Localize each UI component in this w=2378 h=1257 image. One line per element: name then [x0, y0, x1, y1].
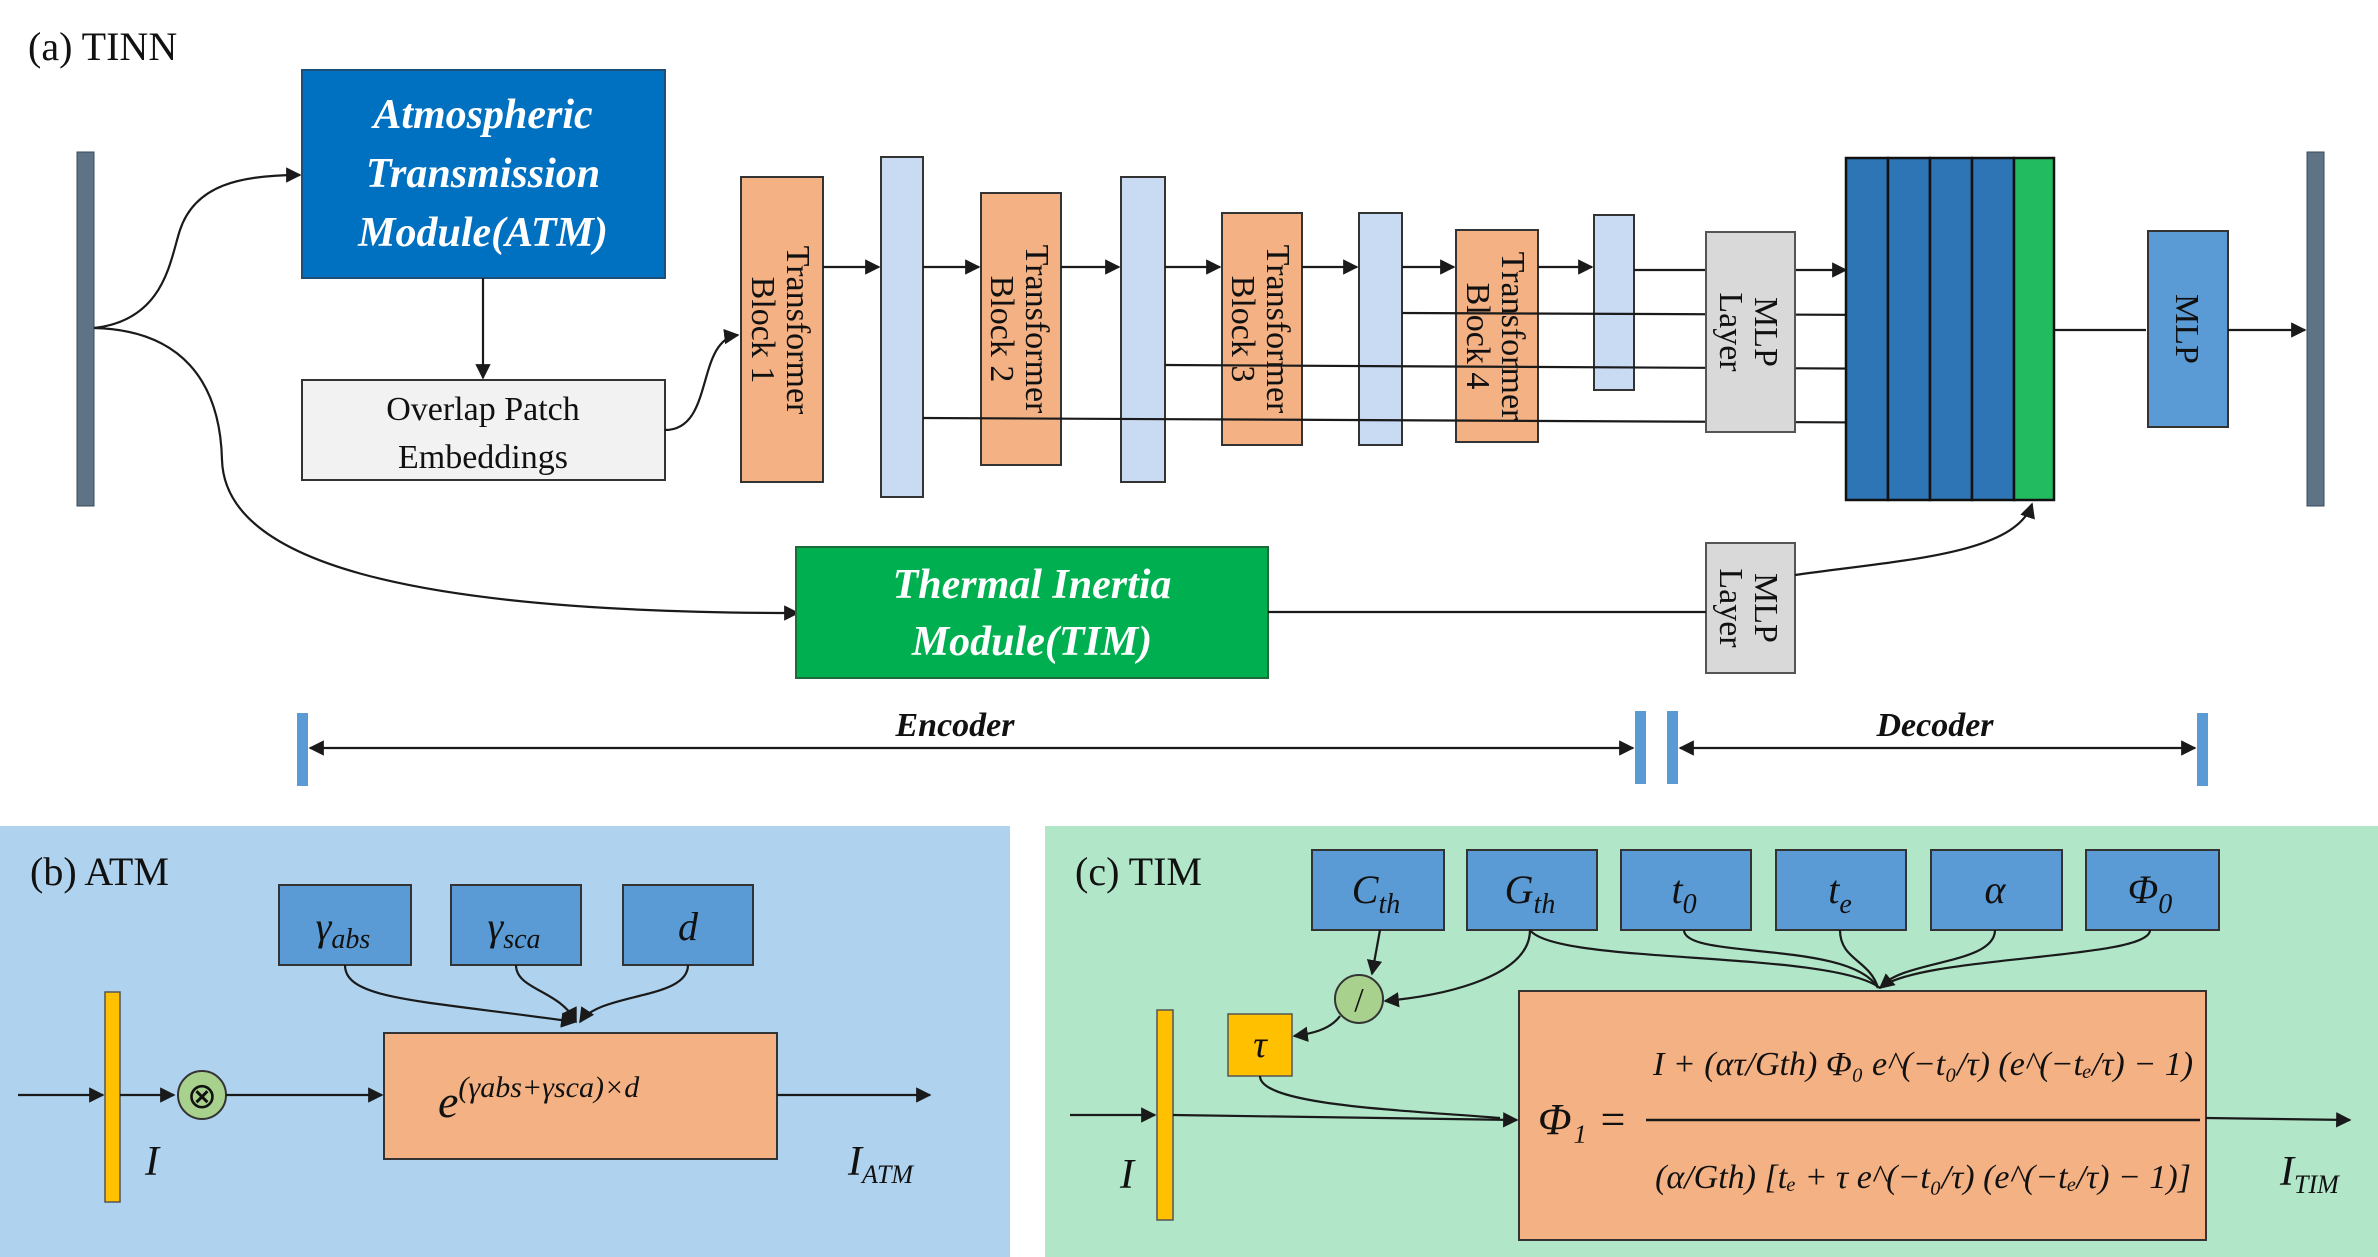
arrow-cth-to-div: [1366, 929, 1383, 976]
mlp-layer-tim-line-2: Layer: [1712, 568, 1749, 648]
param-c-th: Cth: [1311, 849, 1445, 931]
tim-formula-denominator: (α/Gth) [tₑ + τ e^(−t₀/τ) (e^(−tₑ/τ) − 1…: [1655, 1159, 2191, 1196]
tau-label: τ: [1253, 1024, 1268, 1066]
arrow-bar-to-formula: [1172, 1112, 1519, 1128]
atm-input-bar: [104, 991, 121, 1203]
tim-output-label: ITIM: [2279, 1149, 2340, 1199]
arrow-gth-to-formula: [1529, 929, 1881, 989]
block1-line-2: Block 1: [744, 277, 781, 384]
block4-line-2: Block 4: [1459, 283, 1496, 390]
svg-text:Φ0: Φ0: [2128, 867, 2172, 920]
arrow-patch-to-block1: [664, 328, 740, 432]
tim-input-label: I: [1119, 1152, 1136, 1198]
arrow-input-to-tim: [93, 326, 800, 621]
svg-text:α: α: [1985, 867, 2007, 912]
arrow-gth-to-div: [1383, 929, 1532, 1008]
mlp-layer-box: [1705, 231, 1796, 433]
block1-line-1: Transformer: [779, 246, 816, 415]
svg-text:γabs: γabs: [316, 904, 371, 955]
block3-line-1: Transformer: [1259, 245, 1296, 414]
atm-formula-box: [383, 1032, 778, 1160]
atm-input-label: I: [144, 1139, 161, 1185]
panel-c-label: (c) TIM: [1075, 849, 1202, 894]
atm-module-box: [301, 69, 666, 279]
svg-text:d: d: [678, 904, 699, 949]
transformer-block-1: Transformer Block 1: [740, 176, 824, 483]
tim-input-bar: [1156, 1009, 1174, 1221]
feature-map-3: [1358, 212, 1403, 446]
multiply-symbol: ⊗: [187, 1076, 217, 1116]
mlp-layer-line-1: MLP: [1747, 297, 1784, 367]
patch-line-2: Embeddings: [398, 439, 568, 476]
atm-line-1: Atmospheric: [370, 92, 593, 138]
input-image-bar: [76, 151, 95, 507]
skip-line-3: [1401, 307, 1890, 323]
mlp-layer-tim-line-1: MLP: [1747, 573, 1784, 643]
tim-formula-lhs: Φ₁ =: [1538, 1095, 1627, 1144]
svg-text:Gth: Gth: [1505, 867, 1556, 920]
transformer-block-3: Transformer Block 3: [1221, 212, 1303, 446]
arrow-div-to-tau: [1292, 1015, 1341, 1042]
arrow-mlp-to-decoder: [1794, 502, 2035, 577]
divide-operator: [1334, 974, 1384, 1024]
decoder-span: Decoder: [1667, 707, 2208, 786]
svg-text:t0: t0: [1671, 867, 1696, 920]
mlp-head-box: [2147, 230, 2229, 428]
arrow-tim-formula-out: [2205, 1112, 2352, 1128]
panel-a-label: (a) TINN: [28, 24, 177, 69]
panel-b-label: (b) ATM: [30, 849, 169, 894]
feature-map-4: [1593, 214, 1635, 391]
tim-formula-box: [1518, 990, 2207, 1241]
param-gamma-abs: γabs: [278, 884, 412, 966]
decoder-label: Decoder: [1875, 707, 1994, 744]
param-g-th: Gth: [1466, 849, 1598, 931]
atm-formula: e(γabs+γsca)×d: [438, 1071, 640, 1127]
arrow-t0-to-formula: [1682, 929, 1879, 989]
block2-line-1: Transformer: [1018, 245, 1055, 414]
atm-output-label: IATM: [847, 1139, 914, 1189]
decoder-concat-stack: [1844, 156, 2056, 502]
param-alpha: α: [1930, 849, 2063, 931]
param-gamma-sca: γsca: [450, 884, 582, 966]
svg-text:Cth: Cth: [1352, 867, 1400, 920]
tim-line-2: Module(TIM): [911, 619, 1152, 665]
skip-line-2: [1164, 361, 1932, 377]
mlp-head-label: MLP: [2168, 294, 2205, 364]
transformer-block-2: Transformer Block 2: [980, 192, 1062, 466]
arrow-te-to-formula: [1838, 929, 1880, 989]
tim-module-box: [795, 546, 1269, 679]
encoder-span: Encoder: [297, 707, 1646, 786]
arrow-d-to-formula: [579, 964, 690, 1024]
transformer-block-4: Transformer Block 4: [1455, 229, 1539, 443]
divide-symbol: /: [1354, 982, 1364, 1019]
arrow-phi0-to-formula: [1878, 929, 2152, 989]
arrow-tau-to-formula: [1258, 1075, 1501, 1120]
arrow-gabs-to-formula: [343, 964, 577, 1028]
feature-map-2: [1120, 176, 1166, 483]
atm-line-2: Transmission: [366, 151, 600, 197]
svg-text:te: te: [1828, 867, 1852, 920]
atm-line-3: Module(ATM): [357, 210, 608, 256]
patch-line-1: Overlap Patch: [386, 391, 580, 428]
param-phi0: Φ0: [2085, 849, 2220, 931]
param-d: d: [622, 884, 754, 966]
arrow-input-to-atm: [93, 167, 302, 330]
arrow-gsca-to-formula: [514, 964, 577, 1024]
skip-line-1: [922, 415, 1974, 431]
encoder-label: Encoder: [895, 707, 1016, 744]
block4-line-1: Transformer: [1494, 252, 1531, 421]
block2-line-2: Block 2: [983, 276, 1020, 383]
mlp-layer-tim-box: [1705, 542, 1796, 674]
tau-box: [1227, 1013, 1293, 1077]
tim-line-1: Thermal Inertia: [893, 562, 1172, 608]
patch-embedding-box: [301, 379, 666, 481]
param-te: te: [1775, 849, 1907, 931]
output-image-bar: [2306, 151, 2325, 507]
feature-map-1: [880, 156, 924, 498]
mlp-layer-line-2: Layer: [1712, 292, 1749, 372]
param-t0: t0: [1620, 849, 1752, 931]
svg-text:γsca: γsca: [487, 904, 540, 955]
tim-formula-numerator: I + (ατ/Gth) Φ₀ e^(−t₀/τ) (e^(−tₑ/τ) − 1…: [1652, 1046, 2193, 1083]
